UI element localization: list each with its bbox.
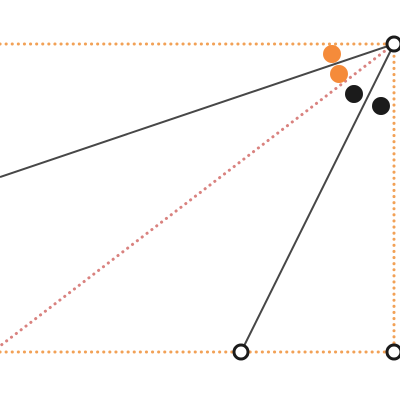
dark-marker-1	[345, 85, 363, 103]
guide-diagonal	[0, 42, 396, 348]
dark-marker-2	[372, 97, 390, 115]
vertex-bottom-mid[interactable]	[232, 343, 250, 361]
orange-marker-1	[323, 45, 341, 63]
vertex-bottom-right[interactable]	[385, 343, 400, 361]
vertex-top-right[interactable]	[385, 35, 400, 53]
orange-marker-2	[330, 65, 348, 83]
segment-to-left-edge	[0, 43, 395, 178]
segment-to-bottom-point	[240, 43, 395, 353]
